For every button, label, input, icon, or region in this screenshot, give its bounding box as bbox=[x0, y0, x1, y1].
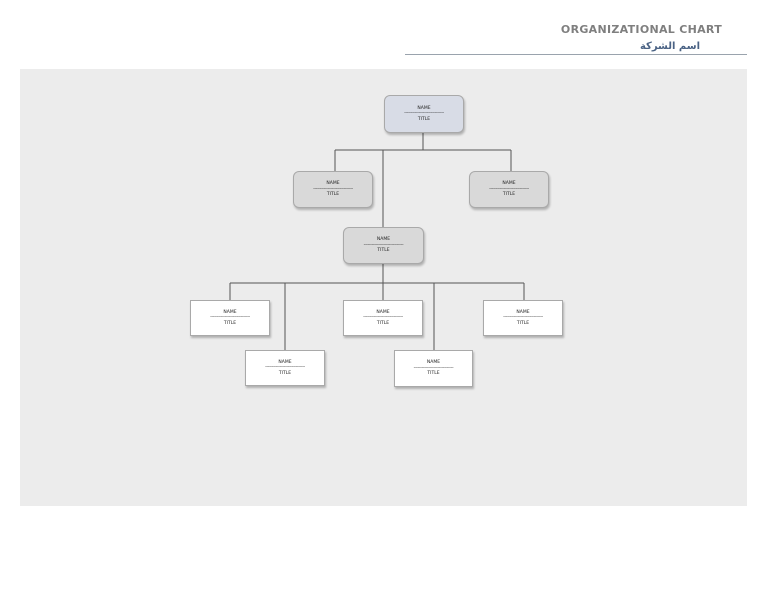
node-name: NAME bbox=[516, 309, 530, 315]
node-title: TITLE bbox=[377, 248, 390, 254]
node-separator: ------------------------------ bbox=[404, 111, 444, 117]
org-node-level3-2[interactable]: NAME ------------------------------ TITL… bbox=[245, 350, 325, 386]
node-title: TITLE bbox=[278, 370, 292, 376]
org-node-level3-4[interactable]: NAME ------------------------------ TITL… bbox=[394, 350, 473, 387]
node-name: NAME bbox=[502, 181, 516, 187]
node-title: TITLE bbox=[427, 371, 440, 377]
node-name: NAME bbox=[326, 181, 340, 187]
connector-lines bbox=[229, 133, 525, 350]
company-name: اسم الشركة bbox=[639, 41, 700, 52]
node-separator: ------------------------------ bbox=[363, 315, 403, 321]
org-node-level3-3[interactable]: NAME ------------------------------ TITL… bbox=[343, 300, 423, 336]
node-title: TITLE bbox=[502, 192, 516, 198]
org-node-level3-5[interactable]: NAME ------------------------------ TITL… bbox=[483, 300, 563, 336]
org-node-level3-1[interactable]: NAME ------------------------------ TITL… bbox=[190, 300, 270, 336]
node-name: NAME bbox=[223, 309, 237, 315]
node-title: TITLE bbox=[516, 320, 530, 326]
node-title: TITLE bbox=[417, 116, 431, 122]
org-node-level2-left[interactable]: NAME ------------------------------ TITL… bbox=[293, 171, 373, 208]
node-name: NAME bbox=[426, 360, 441, 366]
node-name: NAME bbox=[278, 359, 292, 365]
node-separator: ------------------------------ bbox=[489, 186, 529, 192]
node-name: NAME bbox=[376, 309, 390, 315]
org-node-top[interactable]: NAME ------------------------------ TITL… bbox=[384, 95, 464, 133]
org-node-level2-right[interactable]: NAME ------------------------------ TITL… bbox=[469, 171, 549, 208]
node-separator: ------------------------------ bbox=[265, 365, 305, 371]
org-node-middle[interactable]: NAME ------------------------------ TITL… bbox=[343, 227, 424, 264]
node-separator: ------------------------------ bbox=[413, 365, 454, 371]
node-title: TITLE bbox=[376, 320, 390, 326]
node-separator: ------------------------------ bbox=[313, 186, 353, 192]
header-divider bbox=[405, 54, 747, 55]
node-title: TITLE bbox=[326, 192, 340, 198]
chart-heading: ORGANIZATIONAL CHART bbox=[560, 23, 722, 36]
node-separator: ------------------------------ bbox=[503, 315, 543, 321]
node-separator: ------------------------------ bbox=[363, 242, 404, 248]
node-separator: ------------------------------ bbox=[210, 315, 250, 321]
node-title: TITLE bbox=[223, 320, 237, 326]
node-name: NAME bbox=[376, 237, 391, 243]
node-name: NAME bbox=[417, 105, 431, 111]
org-chart-canvas: NAME ------------------------------ TITL… bbox=[20, 69, 747, 506]
